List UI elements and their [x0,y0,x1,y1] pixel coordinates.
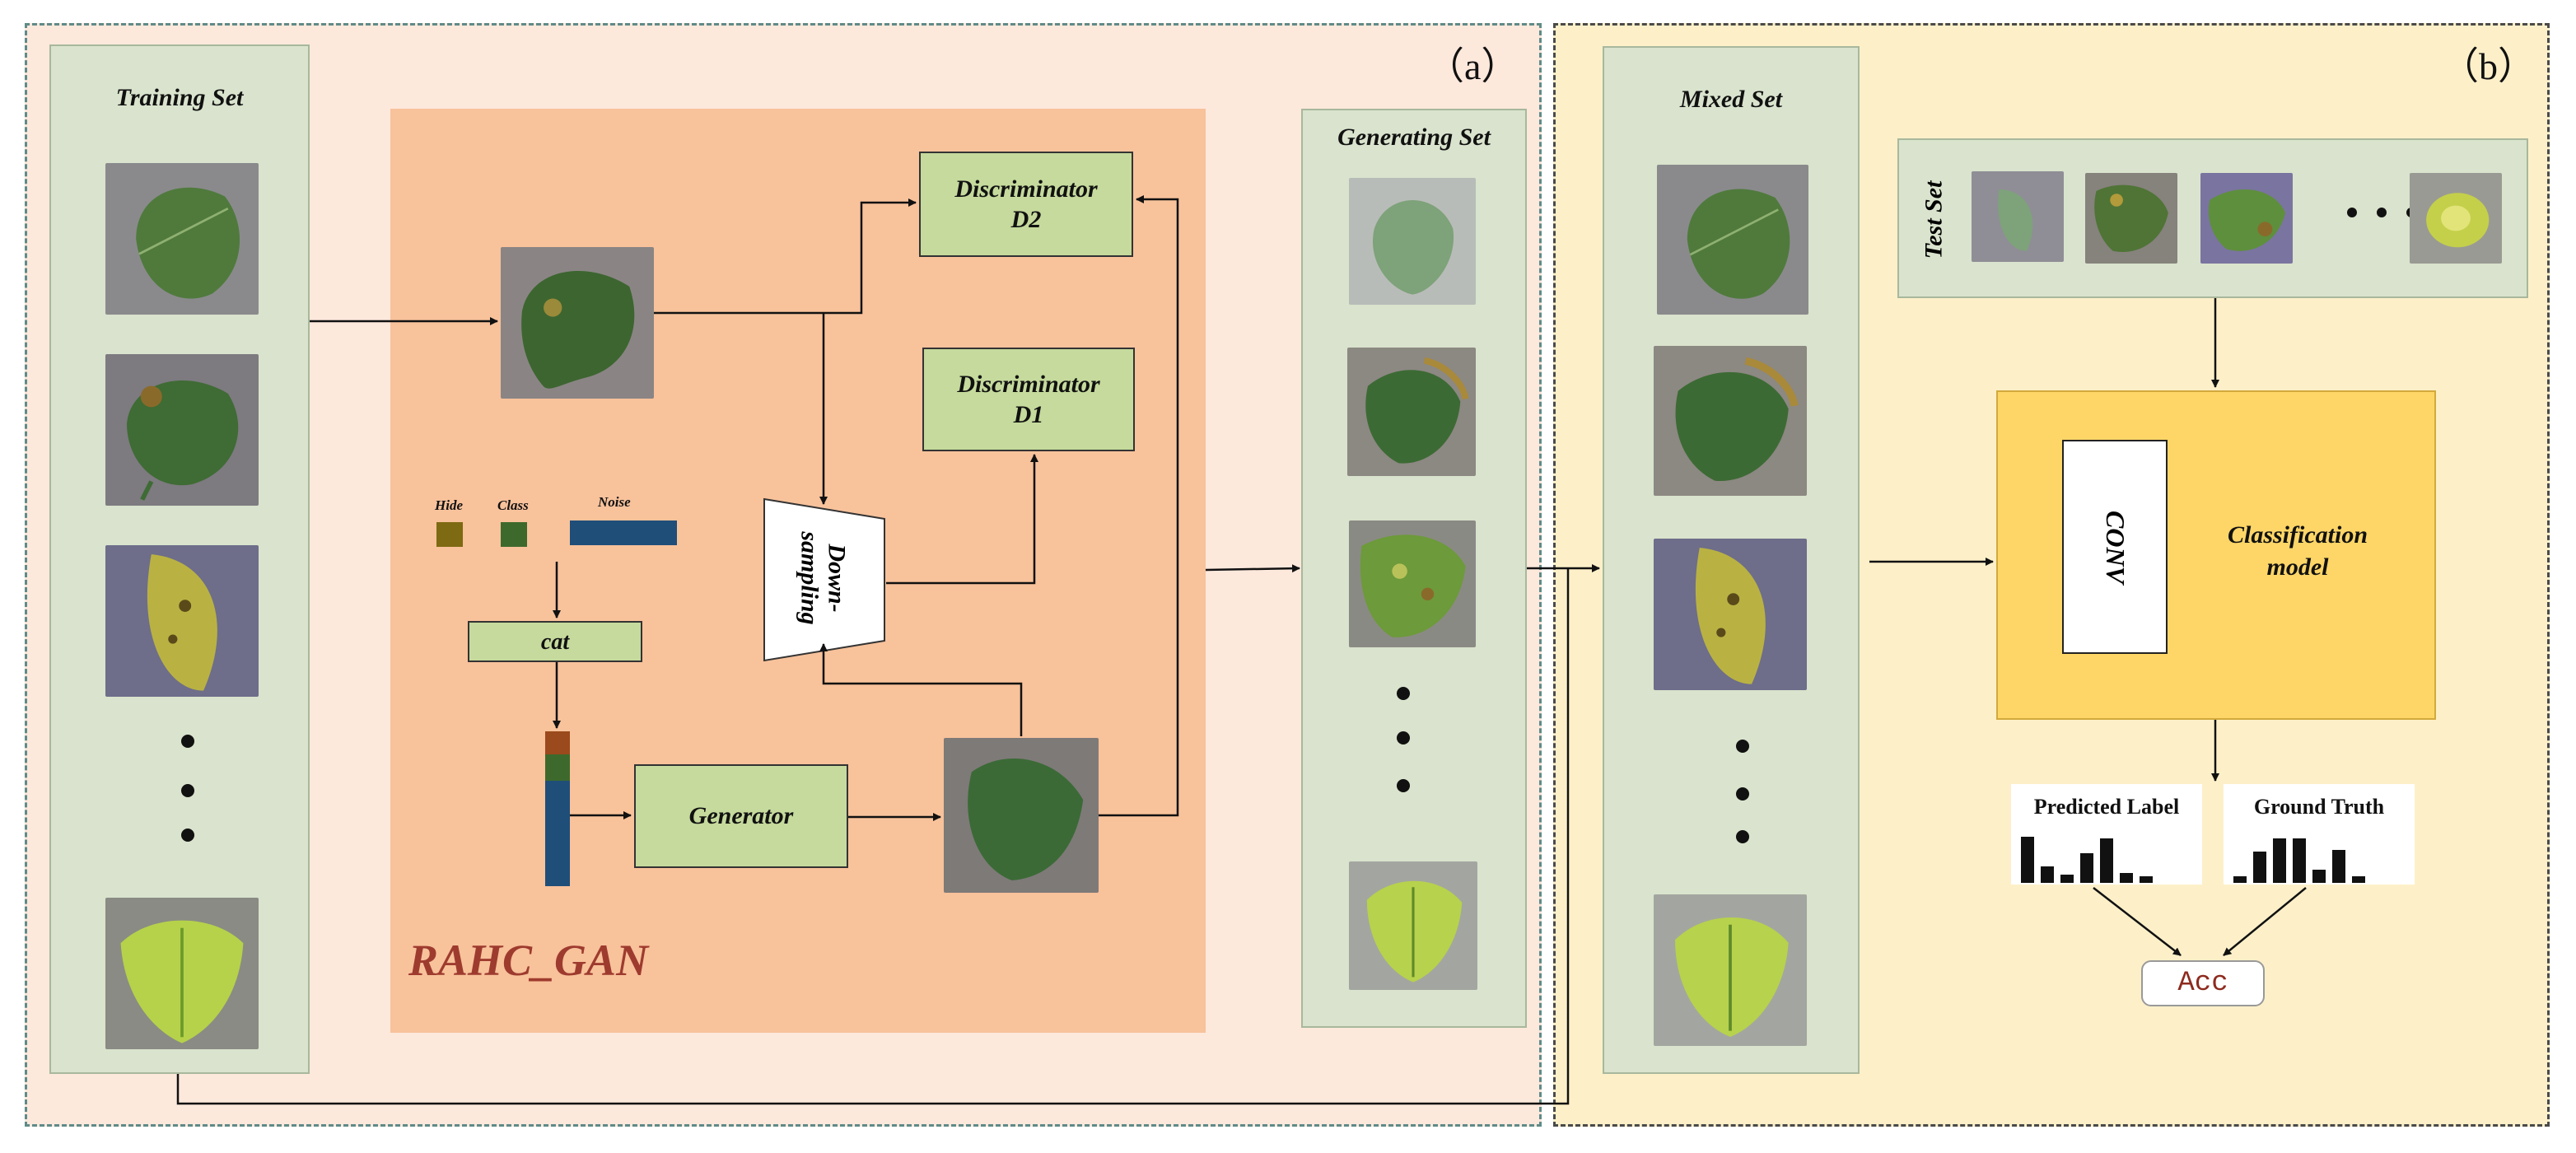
predicted-bar-chart-icon [2011,830,2202,885]
noise-vector [570,520,677,545]
discriminator-d1-box: Discriminator D1 [922,348,1135,451]
leaf-image [105,898,259,1049]
ground-truth-bar-chart-icon [2224,830,2415,885]
class-label: Class [497,497,529,513]
leaf-image [1654,539,1807,690]
leaf-image [1654,894,1807,1046]
test-set-title: Test Set [1920,180,1948,259]
leaf-image [2200,173,2293,264]
training-set-title: Training Set [115,84,244,111]
latent-vector-class-part [545,754,570,781]
noise-label: Noise [598,494,631,510]
accuracy-box: Acc [2141,960,2265,1006]
generator-box: Generator [634,764,848,868]
hide-vector [436,522,463,547]
downsampling-label: Down- sampling [796,531,851,625]
conv-label: CONV [2100,510,2130,584]
leaf-image [1657,165,1808,315]
latent-vector-hide-part [545,731,570,754]
ellipsis-dot [181,829,194,842]
leaf-image [1972,171,2064,262]
conv-layer-box [2062,440,2168,654]
leaf-image [1654,346,1807,496]
leaf-image [944,738,1099,893]
hide-label: Hide [435,497,463,513]
ellipsis-dot [1397,779,1410,792]
class-vector [501,522,527,547]
latent-vector-noise-part [545,781,570,886]
panel-b-label: （b） [2441,45,2536,87]
leaf-image [1347,348,1476,476]
discriminator-d2-box: Discriminator D2 [919,152,1133,257]
ellipsis-dot [2347,208,2357,217]
panel-a-label: （a） [1426,45,1519,87]
leaf-image [1349,178,1476,305]
predicted-label-card: Predicted Label [2011,784,2202,830]
ellipsis-dot [181,735,194,748]
ellipsis-dot [181,784,194,797]
ellipsis-dot [1736,740,1749,753]
leaf-image [1349,520,1476,647]
leaf-image [501,247,654,399]
ellipsis-dot [1397,687,1410,700]
leaf-image [105,545,259,697]
generating-set-title: Generating Set [1337,124,1491,151]
ellipsis-dot [1736,830,1749,843]
mixed-set-title: Mixed Set [1679,86,1783,113]
ellipsis-dot [1736,787,1749,801]
rahc-gan-title: RAHC_GAN [408,936,649,985]
leaf-image [1349,861,1477,990]
leaf-image [105,163,259,315]
ellipsis-dot [1397,731,1410,745]
ellipsis-dot [2377,208,2387,217]
leaf-image [2410,173,2502,264]
classification-model-label: Classification model [2227,521,2368,581]
ground-truth-card: Ground Truth [2224,784,2415,830]
cat-box: cat [468,621,642,662]
leaf-image [105,354,259,506]
leaf-image [2085,173,2177,264]
